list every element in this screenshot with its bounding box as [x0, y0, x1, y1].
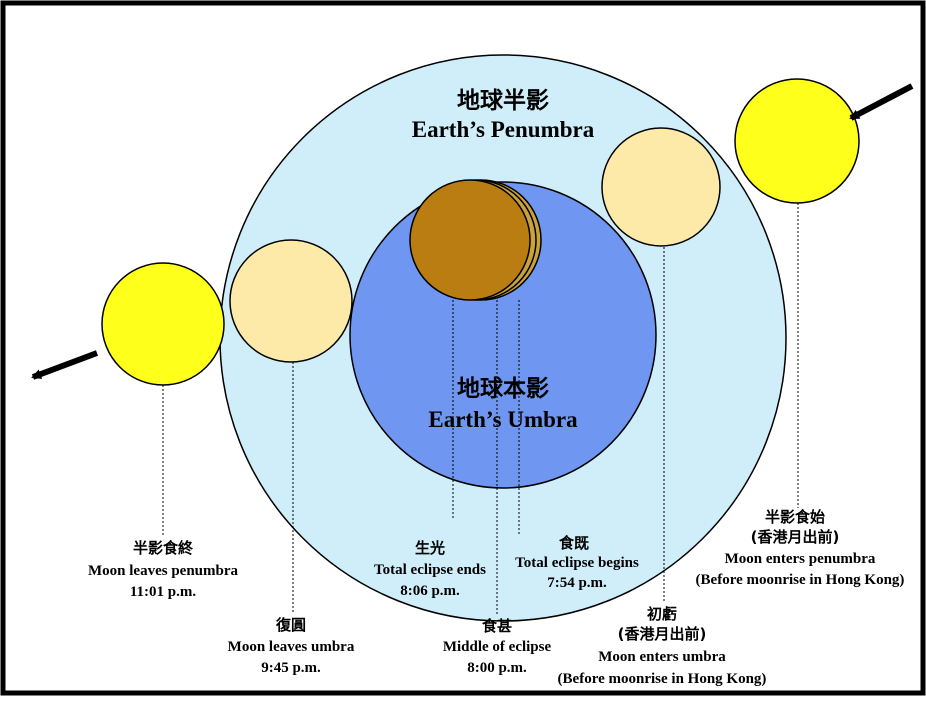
label-leaves-penumbra-zh: 半影食終	[133, 539, 194, 557]
moon-enters-umbra	[601, 127, 721, 247]
label-mid-eclipse-en: Middle of eclipse	[443, 639, 552, 655]
label-enters-umbra-en: Moon enters umbra	[598, 649, 726, 665]
umbra-title-zh: 地球本影	[457, 376, 549, 402]
label-total-ends-en: Total eclipse ends	[374, 562, 486, 578]
label-enters-umbra-en2: (Before moonrise in Hong Kong)	[558, 671, 767, 687]
arrow-outgoing-icon	[31, 350, 99, 380]
label-leaves-umbra-en: Moon leaves umbra	[228, 639, 355, 655]
label-leaves-umbra-zh: 復圓	[275, 616, 306, 634]
moon-leaves-penumbra	[101, 262, 225, 386]
label-enters-penumbra-zh: 半影食始	[765, 508, 825, 526]
label-leaves-umbra-time: 9:45 p.m.	[261, 660, 321, 676]
penumbra-title-en: Earth’s Penumbra	[412, 117, 595, 142]
label-enters-umbra-note: (香港月出前)	[618, 625, 707, 643]
arrow-incoming-icon	[849, 83, 914, 121]
label-total-ends-time: 8:06 p.m.	[400, 583, 460, 599]
moon-enters-penumbra	[734, 78, 860, 204]
umbra-title-en: Earth’s Umbra	[428, 407, 578, 432]
label-total-begins-time: 7:54 p.m.	[547, 575, 607, 591]
label-enters-penumbra-en2: (Before moonrise in Hong Kong)	[696, 572, 905, 588]
label-total-begins-en: Total eclipse begins	[515, 555, 639, 571]
label-mid-eclipse-time: 8:00 p.m.	[467, 660, 527, 676]
label-total-ends-zh: 生光	[415, 539, 445, 557]
penumbra-title-zh: 地球半影	[457, 88, 549, 114]
label-mid-eclipse-zh: 食甚	[482, 617, 512, 635]
label-enters-penumbra-en: Moon enters penumbra	[725, 551, 876, 567]
label-total-begins-zh: 食既	[559, 534, 589, 552]
moon-leaves-umbra	[229, 239, 353, 363]
moon-total-ends	[409, 179, 531, 301]
label-leaves-penumbra-time: 11:01 p.m.	[130, 584, 197, 600]
label-enters-penumbra-note: (香港月出前)	[751, 528, 840, 546]
label-enters-umbra-zh: 初虧	[647, 605, 677, 623]
label-leaves-penumbra-en: Moon leaves penumbra	[88, 563, 239, 579]
